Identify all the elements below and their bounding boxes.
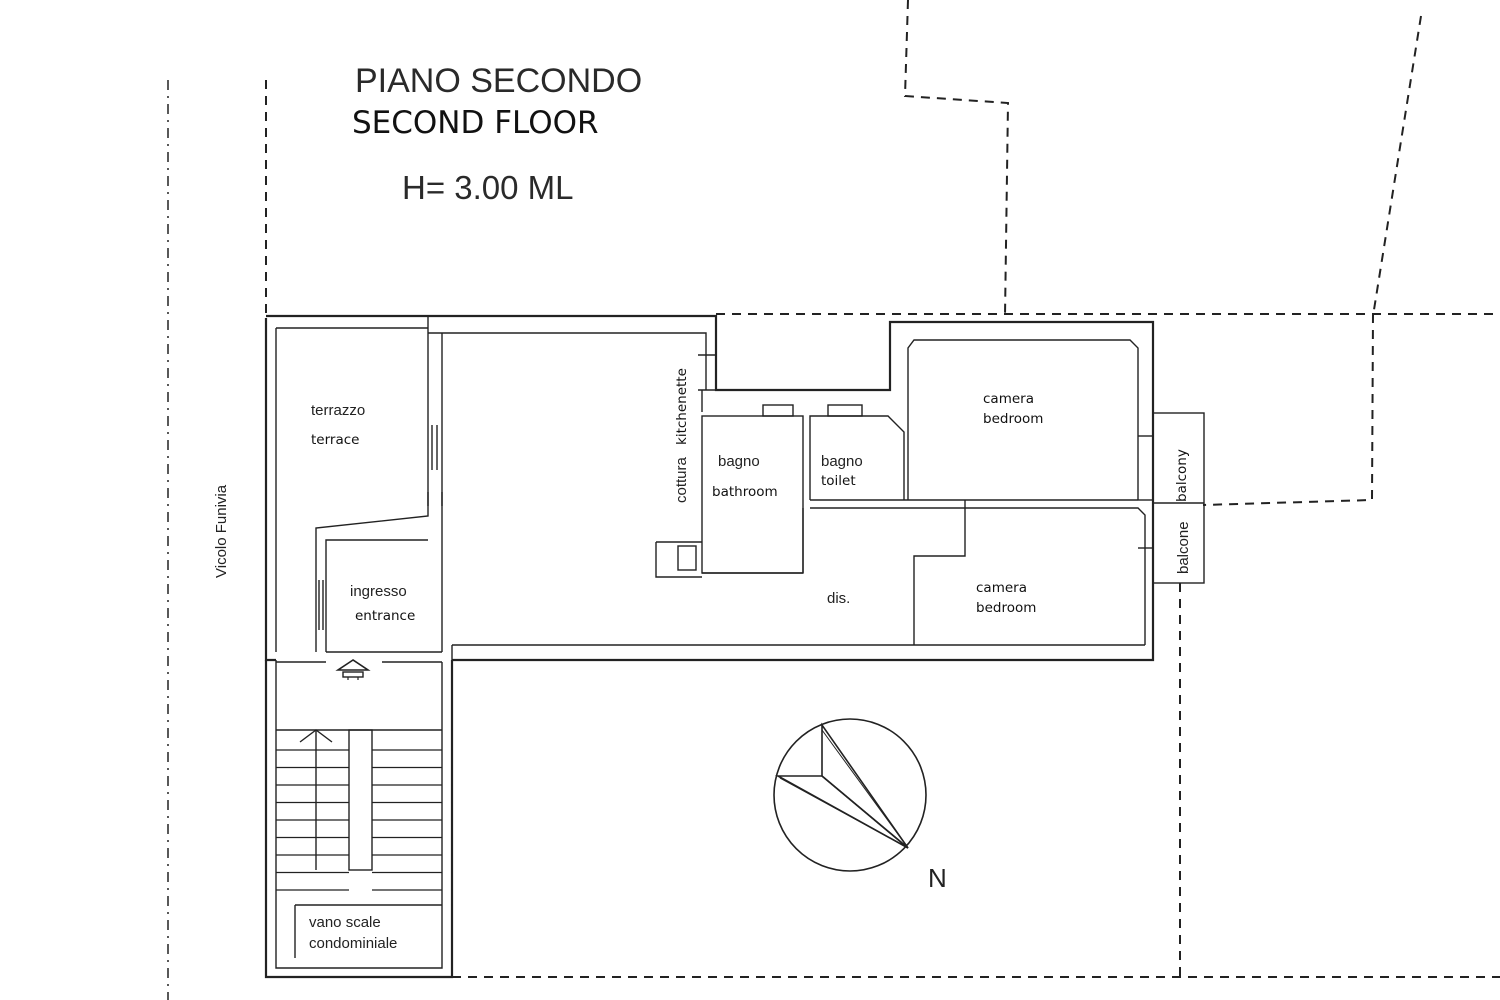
property-boundary-lines <box>167 0 1500 1000</box>
room-label-bagno-2: bagno <box>821 453 863 470</box>
room-label-balcone: balcone <box>1175 521 1192 574</box>
room-label-bathroom: bathroom <box>712 484 778 500</box>
room-label-cottura: cottura <box>673 456 690 503</box>
room-label-entrance: entrance <box>355 608 415 624</box>
room-label-kitchenette: kitchenette <box>674 368 690 445</box>
north-compass-icon <box>773 718 927 872</box>
room-label-ingresso: ingresso <box>350 583 407 600</box>
plan-title-italian: PIANO SECONDO <box>355 62 642 100</box>
room-label-camera-1: camera <box>983 391 1034 407</box>
room-label-dis: dis. <box>827 590 850 607</box>
room-label-bagno-1: bagno <box>718 453 760 470</box>
room-label-terrazzo: terrazzo <box>311 402 365 419</box>
entrance-arrow-icon <box>335 659 371 680</box>
street-label: Vicolo Funivia <box>213 484 230 578</box>
room-label-vano-scale: vano scale <box>309 914 381 931</box>
room-label-toilet: toilet <box>821 473 856 489</box>
room-label-bedroom-1: bedroom <box>983 411 1043 427</box>
compass-north-label: N <box>928 863 947 893</box>
room-label-camera-2: camera <box>976 580 1027 596</box>
room-label-balcony: balcony <box>1174 449 1190 502</box>
ceiling-height-label: H= 3.00 ML <box>402 169 574 206</box>
stairwell <box>264 660 454 979</box>
stair-steps <box>276 749 442 891</box>
room-label-terrace: terrace <box>311 432 359 448</box>
room-label-bedroom-2: bedroom <box>976 600 1036 616</box>
room-label-condominiale: condominiale <box>309 935 397 952</box>
plan-title-english: SECOND FLOOR <box>352 105 599 141</box>
